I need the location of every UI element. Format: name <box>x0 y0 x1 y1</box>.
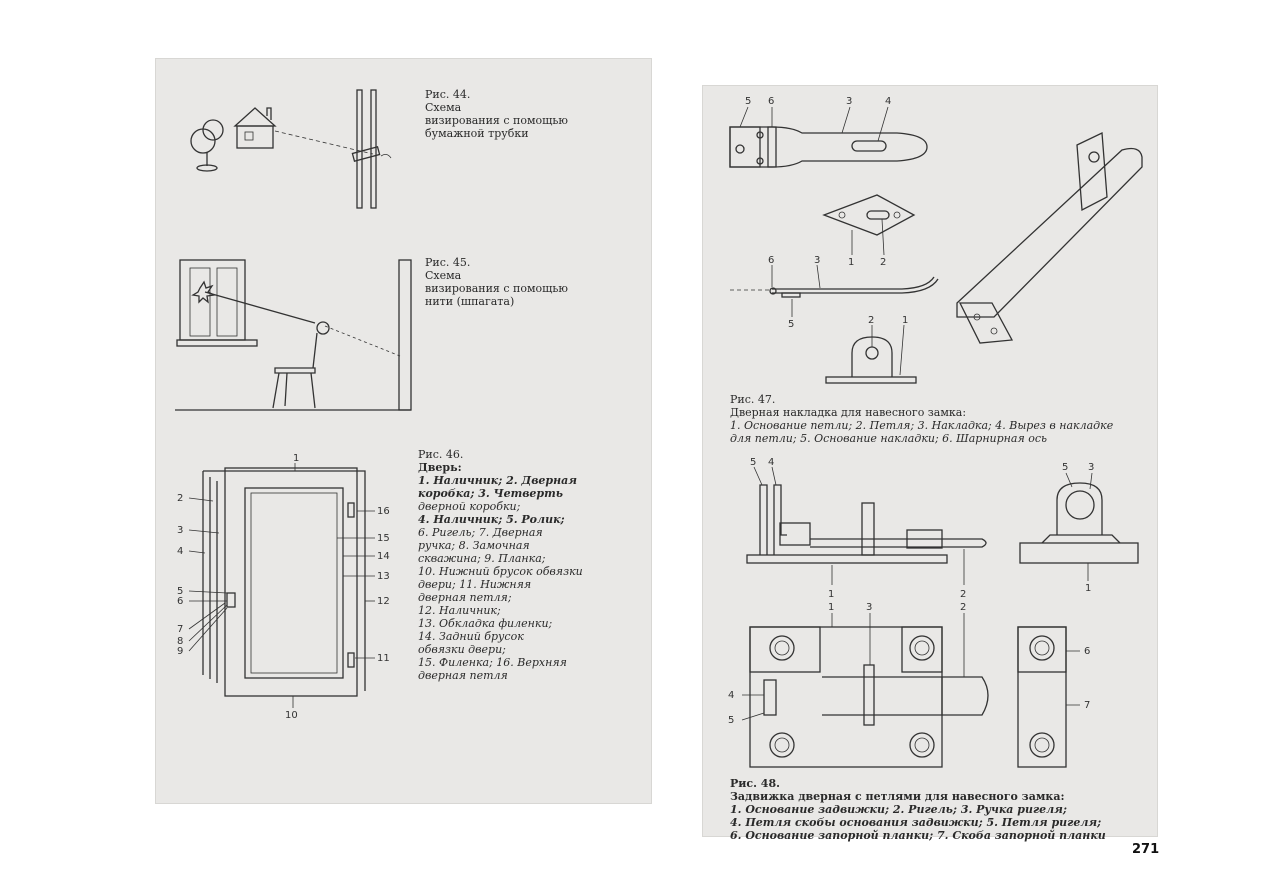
fig45-title: Рис. 45. <box>425 256 471 269</box>
fig47-drawing: 5 6 3 4 1 2 6 3 5 2 1 <box>729 96 1143 384</box>
fig47-label: 2 <box>880 257 886 268</box>
fig47-label: 2 <box>868 315 874 326</box>
fig47-label: 5 <box>745 96 751 107</box>
fig46-line: 14. Задний брусок <box>418 630 524 643</box>
fig48-label: 6 <box>1084 646 1090 657</box>
fig46-line: коробка; 3. Четверть <box>418 487 564 500</box>
fig44-line: визирования с помощью <box>425 114 568 127</box>
fig46-label: 3 <box>177 525 183 536</box>
fig47-label: 1 <box>902 315 908 326</box>
fig45-line: визирования с помощью <box>425 282 568 295</box>
fig46-label: 4 <box>177 546 183 557</box>
fig47-line: 1. Основание петли; 2. Петля; 3. Накладк… <box>730 419 1114 432</box>
fig46-label: 2 <box>177 493 183 504</box>
fig44-caption: Рис. 44. Схема визирования с помощью бум… <box>425 88 568 140</box>
fig48-label: 3 <box>1088 462 1094 473</box>
fig46-label: 11 <box>377 653 390 664</box>
fig46-line: 12. Наличник; <box>418 604 501 617</box>
fig47-label: 3 <box>846 96 852 107</box>
fig46-label: 6 <box>177 596 183 607</box>
fig47-subtitle: Дверная накладка для навесного замка: <box>730 406 967 419</box>
fig46-drawing: 1 2 3 4 5 6 7 8 9 10 11 12 13 14 15 16 <box>177 453 390 721</box>
fig48-drawing: 5 4 1 2 5 3 1 1 3 2 4 5 <box>728 457 1139 768</box>
fig46-line: скважина; 9. Планка; <box>418 552 546 565</box>
fig47-label: 6 <box>768 255 774 266</box>
fig45-line: Схема <box>425 269 462 282</box>
fig46-line: 13. Обкладка филенки; <box>418 617 553 630</box>
fig44-title: Рис. 44. <box>425 88 471 101</box>
fig46-label: 15 <box>377 533 390 544</box>
fig48-label: 5 <box>1062 462 1068 473</box>
fig48-label: 1 <box>1085 583 1091 594</box>
fig48-line: 6. Основание запорной планки; 7. Скоба з… <box>730 829 1106 842</box>
fig47-label: 6 <box>768 96 774 107</box>
fig48-label: 1 <box>828 602 834 613</box>
fig46-line: 10. Нижний брусок обвязки <box>418 565 583 578</box>
fig47-label: 4 <box>885 96 891 107</box>
fig47-line: для петли; 5. Основание накладки; 6. Шар… <box>730 432 1048 445</box>
fig46-title: Рис. 46. <box>418 448 464 461</box>
fig46-line: двери; 11. Нижняя <box>418 578 532 591</box>
fig46-label: 5 <box>177 586 183 597</box>
fig46-line: дверной коробки; <box>418 500 521 513</box>
fig48-label: 5 <box>750 457 756 468</box>
fig48-label: 2 <box>960 589 966 600</box>
fig45-caption: Рис. 45. Схема визирования с помощью нит… <box>425 256 568 308</box>
fig46-label: 13 <box>377 571 390 582</box>
fig46-line: ручка; 8. Замочная <box>418 539 530 552</box>
fig46-label: 7 <box>177 624 183 635</box>
page-number: 271 <box>1132 842 1160 857</box>
fig48-line: 4. Петля скобы основания задвижки; 5. Пе… <box>730 816 1102 829</box>
fig45-line: нити (шпагата) <box>425 295 515 308</box>
fig48-title: Рис. 48. <box>730 777 780 790</box>
fig46-label: 9 <box>177 646 183 657</box>
fig48-label: 2 <box>960 602 966 613</box>
fig46-subtitle: Дверь: <box>418 461 462 474</box>
fig48-label: 3 <box>866 602 872 613</box>
left-page: Рис. 44. Схема визирования с помощью бум… <box>155 58 652 804</box>
fig46-line: 1. Наличник; 2. Дверная <box>418 474 578 487</box>
fig48-label: 1 <box>828 589 834 600</box>
fig45-drawing <box>175 259 412 411</box>
fig44-line: бумажной трубки <box>425 127 529 140</box>
fig46-caption: Рис. 46. Дверь: 1. Наличник; 2. Дверная … <box>418 448 648 682</box>
fig46-line: дверная петля; <box>418 591 512 604</box>
fig47-label: 1 <box>848 257 854 268</box>
fig46-line: 4. Наличник; 5. Ролик; <box>418 513 565 526</box>
fig46-line: дверная петля <box>418 669 508 682</box>
fig48-line: 1. Основание задвижки; 2. Ригель; 3. Руч… <box>730 803 1067 816</box>
fig46-label: 1 <box>293 453 299 464</box>
fig46-label: 8 <box>177 636 183 647</box>
fig46-label: 10 <box>285 710 298 721</box>
fig46-label: 16 <box>377 506 390 517</box>
fig47-title: Рис. 47. <box>730 393 776 406</box>
fig47-caption: Рис. 47. Дверная накладка для навесного … <box>730 393 1150 445</box>
fig48-label: 4 <box>768 457 774 468</box>
fig46-line: 6. Ригель; 7. Дверная <box>418 526 543 539</box>
fig44-drawing <box>190 89 392 209</box>
fig47-label: 3 <box>814 255 820 266</box>
fig46-label: 12 <box>377 596 390 607</box>
fig44-line: Схема <box>425 101 462 114</box>
fig48-label: 7 <box>1084 700 1090 711</box>
fig48-subtitle: Задвижка дверная с петлями для навесного… <box>730 790 1065 803</box>
fig48-label: 5 <box>728 715 734 726</box>
fig48-label: 4 <box>728 690 734 701</box>
right-page: 5 6 3 4 1 2 6 3 5 2 1 <box>702 85 1158 842</box>
fig46-label: 14 <box>377 551 390 562</box>
fig46-line: обвязки двери; <box>418 643 506 656</box>
fig46-line: 15. Филенка; 16. Верхняя <box>418 656 567 669</box>
fig47-label: 5 <box>788 319 794 330</box>
fig48-caption: Рис. 48. Задвижка дверная с петлями для … <box>730 777 1150 842</box>
